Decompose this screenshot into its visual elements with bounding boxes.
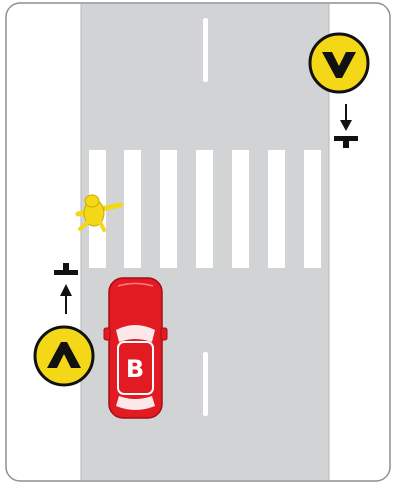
beacon-top-right: [310, 34, 368, 92]
crosswalk-stripe: [268, 150, 285, 268]
car-label: B: [126, 355, 144, 383]
car-b: B: [104, 278, 167, 418]
crosswalk-stripe: [196, 150, 213, 268]
beacon-left: [35, 327, 93, 385]
crosswalk-stripe: [232, 150, 249, 268]
crosswalk-stripe: [160, 150, 177, 268]
center-lane-dash: [203, 352, 208, 416]
crosswalk-stripe: [124, 150, 141, 268]
crosswalk-stripe: [304, 150, 321, 268]
center-lane-dash: [203, 18, 208, 82]
left-sidewalk: [7, 4, 81, 480]
